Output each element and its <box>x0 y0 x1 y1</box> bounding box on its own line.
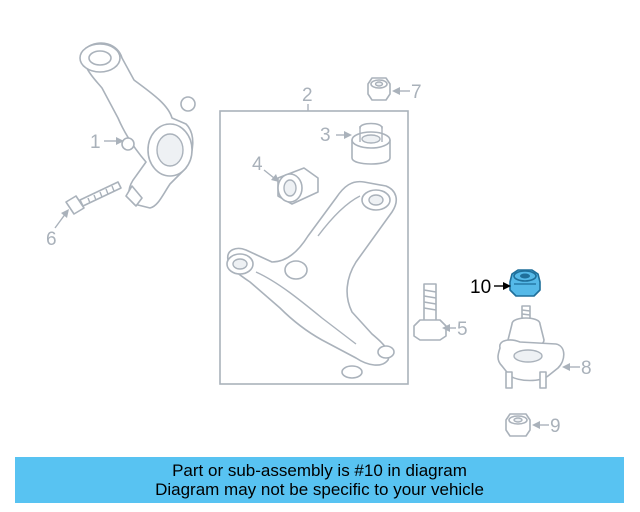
callout-9[interactable]: 9 <box>550 416 561 437</box>
callout-7[interactable]: 7 <box>411 82 422 103</box>
arrow-7 <box>392 87 400 95</box>
leader-4 <box>263 169 275 179</box>
part-3-bushing[interactable] <box>351 122 391 165</box>
info-banner: Part or sub-assembly is #10 in diagram D… <box>15 457 624 503</box>
part-2-frame <box>219 110 409 385</box>
callout-3[interactable]: 3 <box>320 125 331 146</box>
arrow-4 <box>271 174 279 182</box>
callout-5[interactable]: 5 <box>457 319 468 340</box>
part-6-bolt[interactable] <box>65 181 122 215</box>
callout-1[interactable]: 1 <box>90 132 101 153</box>
arrow-10 <box>503 282 511 290</box>
arrow-3 <box>344 131 352 139</box>
arrow-9 <box>532 421 540 429</box>
parts-diagram: 1 6 2 3 4 <box>46 42 592 437</box>
part-9-nut[interactable] <box>505 413 531 437</box>
callout-10[interactable]: 10 <box>470 277 491 298</box>
banner-line-part-number: Part or sub-assembly is #10 in diagram <box>172 461 467 480</box>
part-5-bolt[interactable] <box>413 283 447 341</box>
arrow-6 <box>61 209 69 218</box>
callout-8[interactable]: 8 <box>581 358 592 379</box>
part-1-steering-knuckle[interactable] <box>79 42 196 209</box>
callout-6[interactable]: 6 <box>46 229 57 250</box>
arrow-8 <box>562 363 570 371</box>
control-arm[interactable] <box>226 180 398 379</box>
callout-4[interactable]: 4 <box>252 154 263 175</box>
arrow-5 <box>442 324 450 332</box>
arrow-1 <box>116 137 124 145</box>
part-10-nut-highlighted[interactable] <box>509 269 541 297</box>
banner-line-disclaimer: Diagram may not be specific to your vehi… <box>155 480 484 499</box>
part-7-nut[interactable] <box>367 77 391 101</box>
callout-2[interactable]: 2 <box>302 85 313 106</box>
part-4-bushing[interactable] <box>277 167 319 205</box>
part-8-ball-joint[interactable] <box>497 305 565 389</box>
